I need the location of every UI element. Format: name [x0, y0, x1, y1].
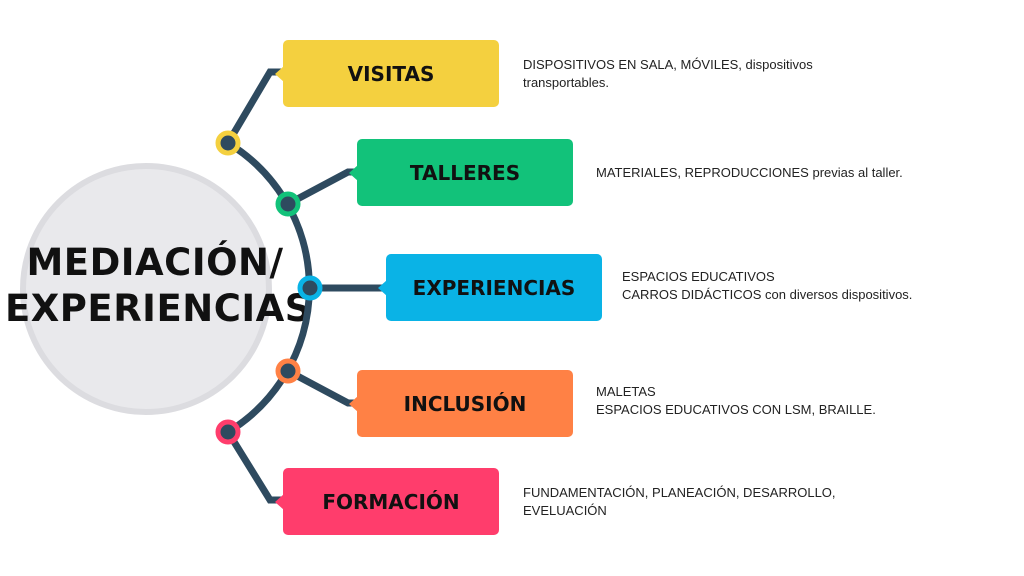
- desc-line: FUNDAMENTACIÓN, PLANEACIÓN, DESARROLLO,: [523, 485, 836, 500]
- desc-line: CARROS DIDÁCTICOS con diversos dispositi…: [622, 287, 913, 302]
- connector-formacion: [225, 430, 284, 504]
- label-visitas: VISITAS: [347, 61, 435, 86]
- hub-title-line1: MEDIACIÓN/: [26, 241, 284, 284]
- node-dot: [275, 358, 301, 384]
- desc-formacion: FUNDAMENTACIÓN, PLANEACIÓN, DESARROLLO, …: [523, 484, 836, 520]
- desc-visitas: DISPOSITIVOS EN SALA, MÓVILES, dispositi…: [523, 56, 813, 92]
- desc-line: EVELUACIÓN: [523, 503, 607, 518]
- desc-line: transportables.: [523, 75, 609, 90]
- central-circle: [20, 163, 272, 415]
- box-formacion: FORMACIÓN: [275, 468, 499, 535]
- desc-experiencias: ESPACIOS EDUCATIVOS CARROS DIDÁCTICOS co…: [622, 268, 912, 304]
- desc-line: MALETAS: [596, 384, 656, 399]
- desc-talleres: MATERIALES, REPRODUCCIONES previas al ta…: [596, 164, 903, 182]
- node-dot: [215, 130, 241, 156]
- node-dot: [275, 191, 301, 217]
- box-talleres: TALLERES: [349, 139, 573, 206]
- label-talleres: TALLERES: [409, 160, 521, 185]
- desc-line: MATERIALES, REPRODUCCIONES previas al ta…: [596, 165, 903, 180]
- desc-line: ESPACIOS EDUCATIVOS: [622, 269, 775, 284]
- label-formacion: FORMACIÓN: [322, 489, 460, 514]
- label-inclusion: INCLUSIÓN: [403, 391, 527, 416]
- desc-line: DISPOSITIVOS EN SALA, MÓVILES, dispositi…: [523, 57, 813, 72]
- node-dot: [297, 275, 323, 301]
- desc-line: ESPACIOS EDUCATIVOS CON LSM, BRAILLE.: [596, 402, 876, 417]
- box-experiencias: EXPERIENCIAS: [378, 254, 602, 321]
- hub-title-line2: EXPERIENCIAS: [5, 287, 312, 330]
- connector-visitas: [224, 68, 284, 145]
- box-visitas: VISITAS: [275, 40, 499, 107]
- label-experiencias: EXPERIENCIAS: [412, 275, 576, 300]
- node-dot: [215, 419, 241, 445]
- box-inclusion: INCLUSIÓN: [349, 370, 573, 437]
- hub-title: MEDIACIÓN/ EXPERIENCIAS: [5, 240, 312, 332]
- desc-inclusion: MALETAS ESPACIOS EDUCATIVOS CON LSM, BRA…: [596, 383, 876, 419]
- arc-connector: [226, 140, 313, 435]
